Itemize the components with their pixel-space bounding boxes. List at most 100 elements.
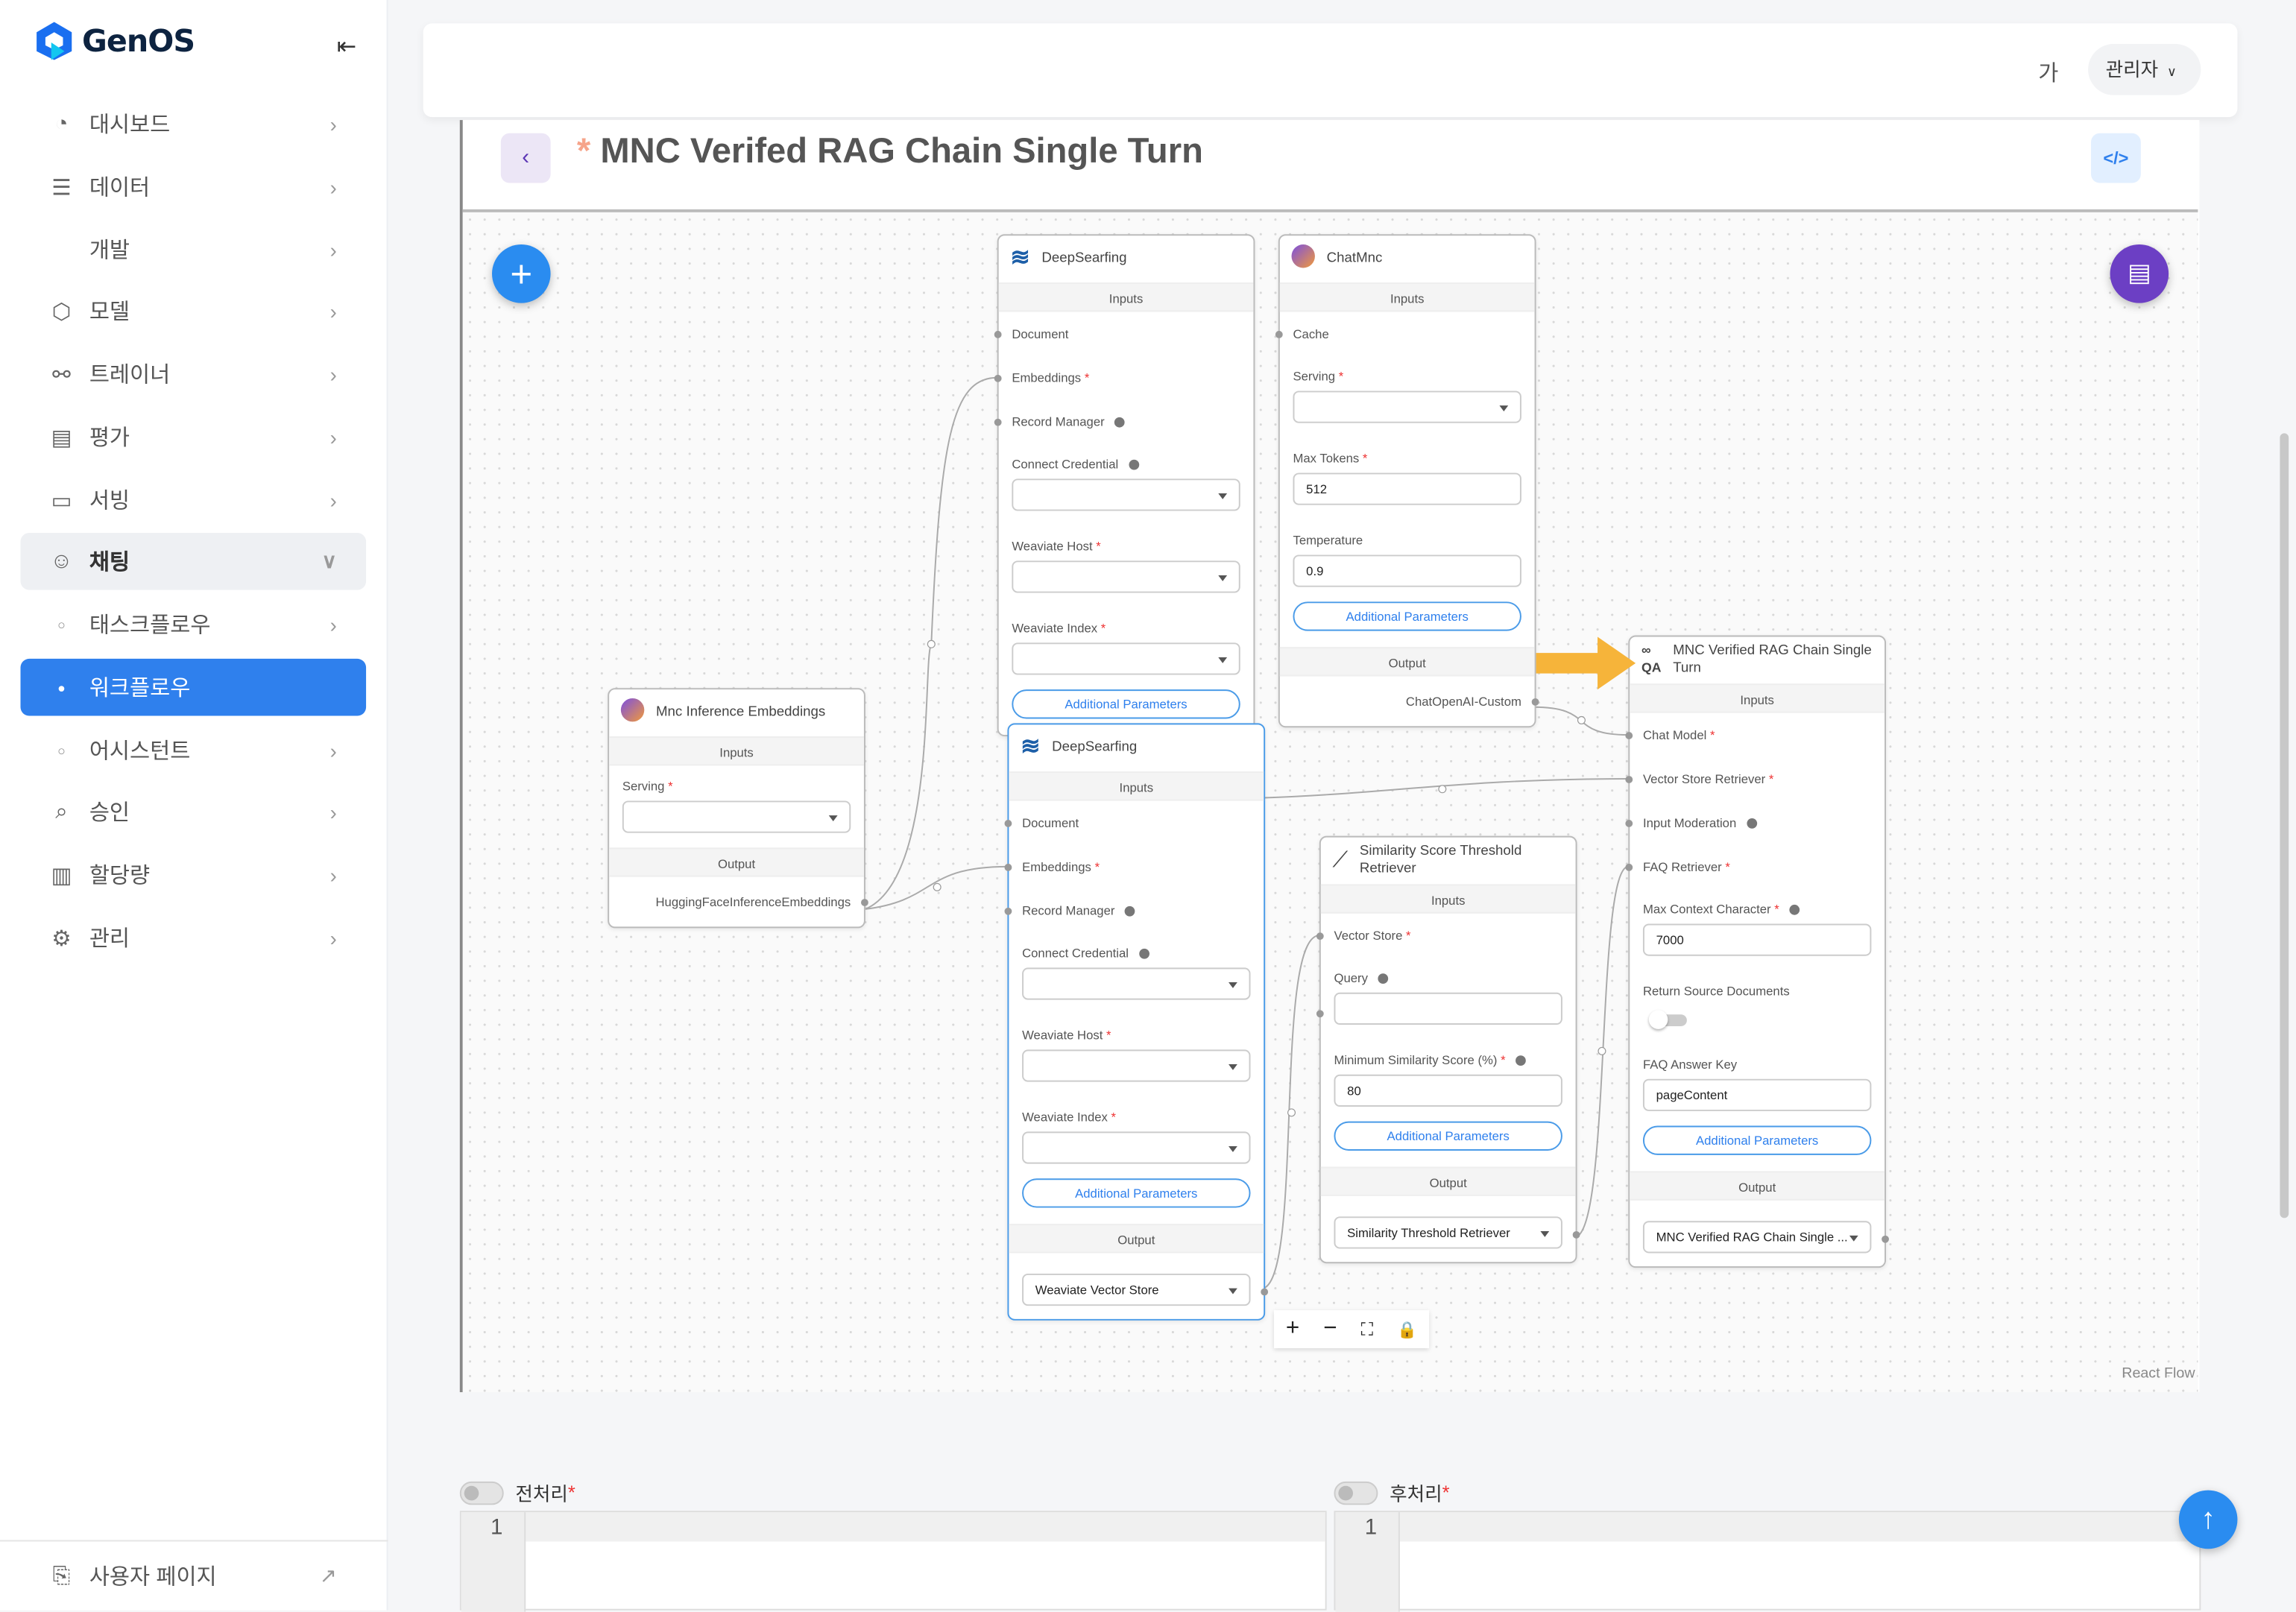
node-header[interactable]: ≋DeepSearfing: [999, 236, 1254, 282]
connection-handle[interactable]: [1625, 732, 1633, 739]
connection-handle[interactable]: [1316, 932, 1324, 941]
lock-button[interactable]: 🔒: [1397, 1321, 1418, 1339]
react-flow-attribution[interactable]: React Flow: [2122, 1365, 2195, 1382]
text-input[interactable]: pageContent: [1642, 1078, 1872, 1111]
qa-chain-icon: ∞QA: [1641, 642, 1662, 675]
info-icon[interactable]: [1114, 417, 1126, 429]
toggle-switch[interactable]: [1648, 1010, 1687, 1029]
connection-handle[interactable]: [1625, 776, 1633, 783]
connection-handle[interactable]: [1882, 1235, 1889, 1243]
dropdown[interactable]: [622, 800, 851, 833]
sidebar-item-6[interactable]: ▭서빙›: [21, 472, 367, 529]
sidebar-item-12[interactable]: ▥할당량›: [21, 846, 367, 903]
code-view-button[interactable]: </>: [2091, 133, 2141, 183]
connection-handle[interactable]: [1625, 863, 1633, 871]
connection-handle[interactable]: [1572, 1230, 1580, 1239]
dropdown[interactable]: [1293, 391, 1521, 423]
add-node-button[interactable]: +: [492, 244, 551, 303]
sidebar-item-3[interactable]: ⬡모델›: [21, 282, 367, 340]
connection-handle[interactable]: [1004, 907, 1012, 915]
back-button[interactable]: ‹: [500, 133, 551, 183]
fit-view-button[interactable]: ⛶: [1360, 1318, 1374, 1339]
sidebar-item-1[interactable]: ☰데이터›: [21, 158, 367, 215]
node-header[interactable]: Mnc Inference Embeddings: [609, 689, 864, 736]
brand-logo[interactable]: GenOS: [35, 21, 195, 62]
info-icon[interactable]: [1138, 949, 1149, 960]
text-input[interactable]: 512: [1293, 472, 1521, 505]
output-dropdown[interactable]: MNC Verified RAG Chain Single ...: [1642, 1221, 1872, 1254]
zoom-out-button[interactable]: −: [1323, 1315, 1337, 1341]
output-dropdown[interactable]: Similarity Threshold Retriever: [1334, 1216, 1562, 1249]
info-icon[interactable]: [1125, 906, 1135, 917]
sidebar-item-7[interactable]: ☺채팅∨: [20, 533, 367, 590]
sidebar-item-label: 트레이너: [89, 363, 171, 388]
connection-handle[interactable]: [861, 899, 868, 906]
info-icon[interactable]: [1747, 818, 1757, 829]
info-icon[interactable]: [1129, 460, 1139, 471]
dropdown[interactable]: [1022, 1131, 1251, 1164]
sidebar-item-4[interactable]: ⚯트레이너›: [21, 346, 367, 403]
sidebar-item-user-page[interactable]: ⎘ 사용자 페이지 ↗: [21, 1547, 367, 1605]
node-header[interactable]: ≋DeepSearfing: [1009, 724, 1264, 771]
node-title: ChatMnc: [1326, 250, 1383, 267]
dropdown[interactable]: [1012, 560, 1240, 593]
connection-handle[interactable]: [994, 374, 1002, 382]
preprocess-code-editor[interactable]: 1: [459, 1511, 1327, 1612]
dropdown[interactable]: [1022, 1049, 1251, 1082]
postprocess-toggle[interactable]: [1334, 1480, 1378, 1505]
node-header[interactable]: ⟋Similarity Score Threshold Retriever: [1321, 838, 1576, 885]
connection-handle[interactable]: [1625, 820, 1633, 827]
required-marker: *: [664, 779, 673, 794]
additional-parameters-button[interactable]: Additional Parameters: [1012, 689, 1240, 719]
info-icon[interactable]: [1789, 905, 1800, 916]
connection-handle[interactable]: [1275, 330, 1283, 338]
sidebar-item-11[interactable]: ⌕승인›: [21, 783, 367, 841]
additional-parameters-button[interactable]: Additional Parameters: [1022, 1178, 1251, 1208]
sidebar-item-label: 대시보드: [89, 113, 171, 138]
text-input[interactable]: 0.9: [1293, 554, 1521, 587]
scroll-to-top-button[interactable]: ↑: [2178, 1490, 2238, 1549]
info-icon[interactable]: [1516, 1055, 1527, 1066]
connection-handle[interactable]: [994, 330, 1002, 338]
dropdown[interactable]: [1022, 967, 1251, 1000]
sidebar-item-5[interactable]: ▤평가›: [21, 408, 367, 466]
sidebar-item-8[interactable]: ○태스크플로우›: [21, 595, 367, 653]
sidebar-item-2[interactable]: 개발›: [21, 221, 367, 279]
user-menu[interactable]: 관리자∨: [2088, 43, 2201, 95]
connection-handle[interactable]: [1261, 1288, 1269, 1296]
connection-handle[interactable]: [1004, 820, 1012, 827]
sidebar-item-13[interactable]: ⚙관리›: [21, 909, 367, 967]
sidebar-collapse-icon[interactable]: ⇤: [336, 35, 357, 60]
page-scrollbar[interactable]: [2280, 433, 2289, 1219]
preprocess-toggle[interactable]: [459, 1480, 504, 1505]
text-input[interactable]: 80: [1334, 1074, 1562, 1107]
additional-parameters-button[interactable]: Additional Parameters: [1642, 1125, 1872, 1155]
connection-handle[interactable]: [1531, 698, 1539, 706]
connection-handle[interactable]: [994, 418, 1002, 426]
dropdown[interactable]: [1012, 642, 1240, 675]
output-dropdown[interactable]: Weaviate Vector Store: [1022, 1273, 1251, 1306]
connection-handle[interactable]: [1004, 863, 1012, 871]
chat-test-button[interactable]: ▤: [2110, 244, 2169, 303]
additional-parameters-button[interactable]: Additional Parameters: [1293, 601, 1521, 631]
dropdown[interactable]: [1012, 478, 1240, 511]
connection-handle[interactable]: [1316, 1010, 1324, 1018]
font-size-toggle[interactable]: 가: [2038, 61, 2059, 86]
sidebar-item-0[interactable]: ◔대시보드›: [21, 95, 367, 153]
zoom-in-button[interactable]: +: [1285, 1315, 1300, 1341]
additional-parameters-button[interactable]: Additional Parameters: [1334, 1121, 1562, 1151]
sidebar-item-9[interactable]: ●워크플로우: [20, 658, 367, 716]
postprocess-code-editor[interactable]: 1: [1334, 1511, 2201, 1612]
text-input[interactable]: 7000: [1642, 923, 1872, 956]
text-input[interactable]: [1334, 992, 1562, 1025]
info-icon[interactable]: [1378, 973, 1389, 984]
node-header[interactable]: ChatMnc: [1280, 236, 1535, 282]
sidebar-item-10[interactable]: ○어시스턴트›: [21, 721, 367, 779]
